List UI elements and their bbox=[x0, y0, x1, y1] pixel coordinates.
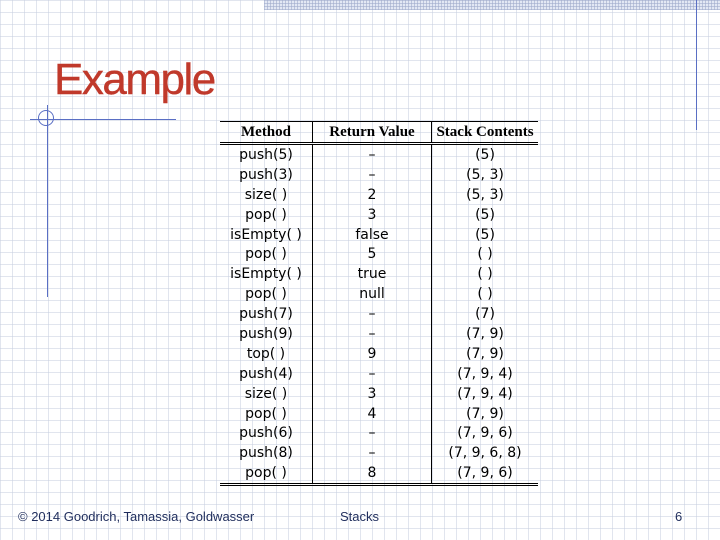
stack-operations-table: Method Return Value Stack Contents push(… bbox=[220, 121, 538, 487]
cell-return-value: – bbox=[312, 363, 432, 384]
column-header-stack-contents: Stack Contents bbox=[431, 121, 538, 145]
cell-stack-contents: (5) bbox=[431, 204, 538, 225]
cell-stack-contents: (7, 9, 6) bbox=[431, 423, 538, 444]
cell-method: size( ) bbox=[244, 385, 288, 402]
cell-return-value: 3 bbox=[312, 383, 432, 404]
cell-return-value: true bbox=[312, 264, 432, 285]
table-row: pop( ) 3(5) bbox=[220, 204, 538, 225]
table-row: push(6) –(7, 9, 6) bbox=[220, 423, 538, 444]
cell-method: push(8) bbox=[239, 445, 293, 462]
table-row: size( ) 3(7, 9, 4) bbox=[220, 383, 538, 404]
cell-stack-contents: (7, 9, 6) bbox=[431, 463, 538, 485]
cell-method: size( ) bbox=[244, 186, 288, 203]
cell-return-value: 8 bbox=[312, 463, 432, 485]
table-row: pop( ) 4(7, 9) bbox=[220, 403, 538, 424]
table-row: size( ) 2(5, 3) bbox=[220, 184, 538, 205]
table-header-row: Method Return Value Stack Contents bbox=[220, 121, 538, 145]
cell-return-value: – bbox=[312, 164, 432, 185]
cell-method: isEmpty( ) bbox=[230, 266, 302, 283]
cell-method: pop( ) bbox=[245, 206, 287, 223]
cell-return-value: – bbox=[312, 143, 432, 165]
cell-method: push(5) bbox=[239, 146, 293, 163]
table-row: top( ) 9(7, 9) bbox=[220, 343, 538, 364]
cell-return-value: – bbox=[312, 324, 432, 344]
cell-return-value: – bbox=[312, 304, 432, 325]
cell-stack-contents: (5) bbox=[431, 224, 538, 245]
cell-stack-contents: (7, 9, 4) bbox=[431, 383, 538, 404]
cell-stack-contents: (5) bbox=[431, 143, 538, 165]
cell-return-value: 3 bbox=[312, 204, 432, 225]
cell-method: push(3) bbox=[239, 166, 293, 183]
table-row: push(3) –(5, 3) bbox=[220, 164, 538, 185]
cell-return-value: false bbox=[312, 224, 432, 245]
table-row: isEmpty( ) false(5) bbox=[220, 224, 538, 245]
cell-stack-contents: ( ) bbox=[431, 264, 538, 285]
table-row: push(7) –(7) bbox=[220, 304, 538, 325]
cell-return-value: null bbox=[312, 284, 432, 305]
cell-method: push(4) bbox=[239, 365, 293, 382]
cell-method: isEmpty( ) bbox=[230, 226, 302, 243]
cell-method: pop( ) bbox=[245, 246, 287, 263]
column-header-return-value: Return Value bbox=[312, 121, 432, 145]
cell-stack-contents: (7, 9) bbox=[431, 324, 538, 344]
table-row: push(8) –(7, 9, 6, 8) bbox=[220, 443, 538, 464]
table-row: push(5) –(5) bbox=[220, 143, 538, 165]
cell-method: pop( ) bbox=[245, 465, 287, 482]
cell-stack-contents: (7, 9, 4) bbox=[431, 363, 538, 384]
table-row: pop( ) 8(7, 9, 6) bbox=[220, 463, 538, 485]
table-row: push(9) –(7, 9) bbox=[220, 324, 538, 344]
crosshair-circle-icon bbox=[38, 110, 54, 126]
cell-stack-contents: (7, 9, 6, 8) bbox=[431, 443, 538, 464]
footer-page-number: 6 bbox=[675, 509, 683, 524]
cell-method: top( ) bbox=[246, 345, 286, 362]
title-underline bbox=[30, 119, 176, 120]
left-accent-line bbox=[47, 105, 48, 297]
cell-stack-contents: ( ) bbox=[431, 244, 538, 265]
table-row: pop( ) null( ) bbox=[220, 284, 538, 305]
cell-method: push(7) bbox=[239, 306, 293, 323]
table-body: push(5)–(5)push(3)–(5, 3)size( )2(5, 3)p… bbox=[220, 143, 538, 485]
table-row: pop( ) 5( ) bbox=[220, 244, 538, 265]
cell-stack-contents: (7, 9) bbox=[431, 403, 538, 424]
table-row: push(4) –(7, 9, 4) bbox=[220, 363, 538, 384]
cell-method: pop( ) bbox=[245, 405, 287, 422]
cell-return-value: 5 bbox=[312, 244, 432, 265]
cell-return-value: 2 bbox=[312, 184, 432, 205]
cell-return-value: – bbox=[312, 423, 432, 444]
slide-title: Example bbox=[54, 55, 217, 104]
cell-method: push(9) bbox=[239, 325, 293, 342]
cell-return-value: 4 bbox=[312, 403, 432, 424]
cell-return-value: 9 bbox=[312, 343, 432, 364]
right-accent-line bbox=[696, 0, 697, 130]
cell-method: push(6) bbox=[239, 425, 293, 442]
cell-stack-contents: (7, 9) bbox=[431, 343, 538, 364]
cell-stack-contents: ( ) bbox=[431, 284, 538, 305]
top-decorative-band bbox=[264, 0, 720, 10]
cell-stack-contents: (7) bbox=[431, 304, 538, 325]
cell-stack-contents: (5, 3) bbox=[431, 184, 538, 205]
footer-copyright: © 2014 Goodrich, Tamassia, Goldwasser bbox=[18, 509, 255, 524]
cell-method: pop( ) bbox=[245, 286, 287, 303]
cell-return-value: – bbox=[312, 443, 432, 464]
footer-topic: Stacks bbox=[340, 509, 380, 524]
cell-stack-contents: (5, 3) bbox=[431, 164, 538, 185]
column-header-method: Method bbox=[220, 121, 313, 145]
table-row: isEmpty( ) true( ) bbox=[220, 264, 538, 285]
